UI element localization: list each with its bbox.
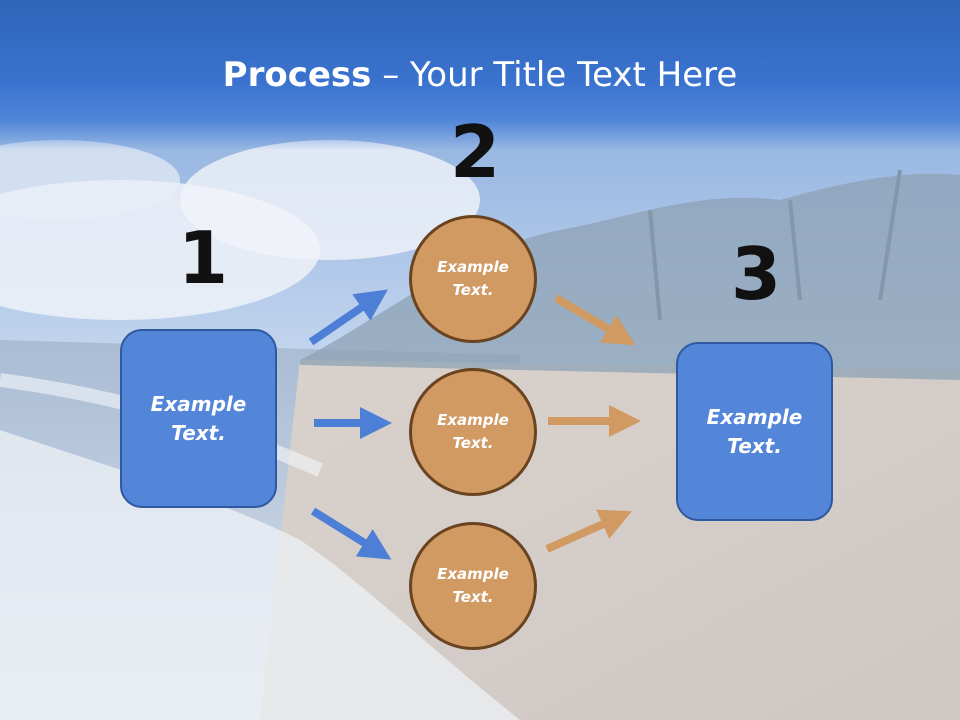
step-number-2: 2 <box>450 110 501 194</box>
arrow-right-down-icon <box>310 507 392 560</box>
arrow-right-up-icon <box>308 289 388 346</box>
step-number-1: 1 <box>178 216 229 300</box>
step-2-circle-bottom[interactable]: Example Text. <box>409 522 537 650</box>
step-2-circle-middle[interactable]: Example Text. <box>409 368 537 496</box>
title-rest: Your Title Text Here <box>410 55 738 95</box>
arrow-right-up-icon <box>545 509 632 553</box>
header-band <box>0 0 960 150</box>
title-dash: – <box>371 55 411 95</box>
step-2-circle-top[interactable]: Example Text. <box>409 215 537 343</box>
step-3-box[interactable]: Example Text. <box>676 342 833 521</box>
arrow-right-down-icon <box>553 294 636 346</box>
title-bold: Process <box>222 55 372 95</box>
slide-title: Process – Your Title Text Here <box>0 52 960 98</box>
step-number-3: 3 <box>731 232 782 316</box>
step-1-box[interactable]: Example Text. <box>120 329 277 508</box>
